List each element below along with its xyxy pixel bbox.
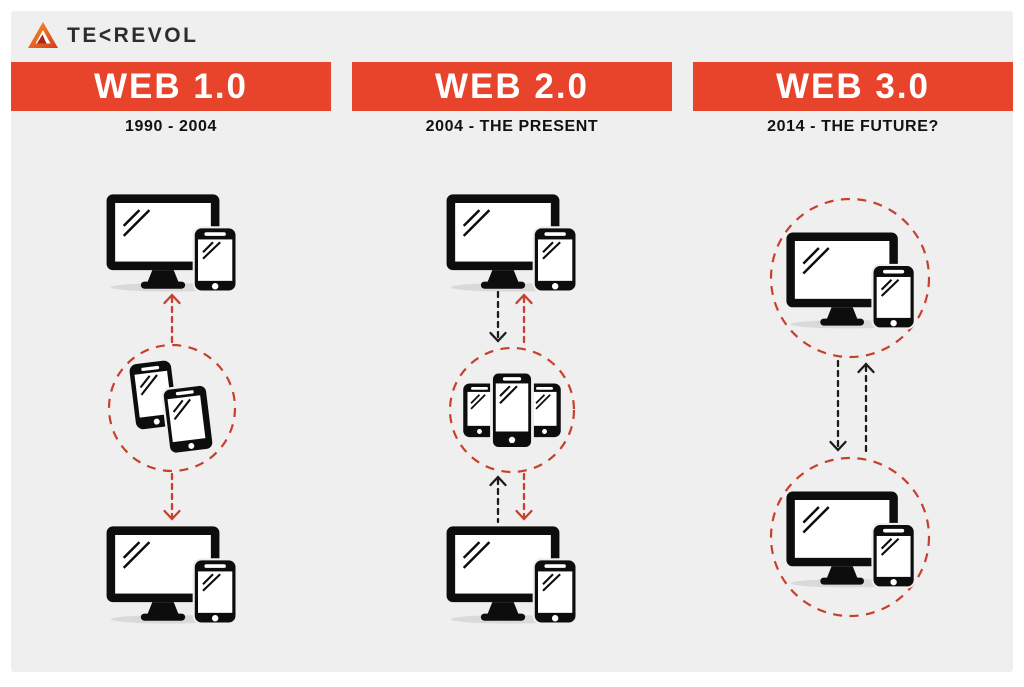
dashed-circle — [769, 456, 931, 618]
black-up-arrow-icon — [489, 475, 507, 524]
black-up-arrow-icon — [857, 362, 875, 455]
desktop-and-phone-icon — [445, 525, 578, 625]
web2-title: WEB 2.0 — [434, 66, 590, 106]
dashed-circle — [448, 346, 576, 474]
black-down-arrow-icon — [489, 290, 507, 343]
web2-header-bar: WEB 2.0 — [352, 62, 672, 111]
red-up-arrow-icon — [163, 293, 181, 348]
desktop-and-phone-icon — [445, 193, 578, 293]
desktop-and-phone-icon — [105, 525, 238, 625]
two-phones-icon — [127, 354, 216, 460]
web3-header-bar: WEB 3.0 — [693, 62, 1013, 111]
web1-title: WEB 1.0 — [93, 66, 249, 106]
desktop-and-phone-icon — [785, 231, 917, 330]
brand-logo: TE<REVOL — [28, 22, 198, 49]
brand-wordmark: TE<REVOL — [67, 21, 199, 49]
red-down-arrow-icon — [515, 472, 533, 521]
brand-k-glyph: < — [98, 21, 114, 49]
brand-text-suffix: REVOL — [113, 23, 199, 47]
red-down-arrow-icon — [163, 472, 181, 521]
tekrevol-triangle-icon — [28, 22, 58, 48]
red-up-arrow-icon — [515, 293, 533, 346]
desktop-and-phone-icon — [785, 490, 917, 589]
web1-subtitle: 1990 - 2004 — [124, 118, 217, 135]
web3-title: WEB 3.0 — [775, 66, 931, 106]
web1-header-bar: WEB 1.0 — [11, 62, 331, 111]
desktop-and-phone-icon — [105, 193, 238, 293]
brand-text-prefix: TE — [67, 23, 99, 47]
black-down-arrow-icon — [829, 359, 847, 452]
dashed-circle — [769, 197, 931, 359]
web3-subtitle: 2014 - THE FUTURE? — [767, 118, 939, 135]
web2-subtitle: 2004 - THE PRESENT — [425, 118, 599, 135]
three-phones-icon — [461, 370, 563, 450]
dashed-circle — [107, 343, 237, 473]
